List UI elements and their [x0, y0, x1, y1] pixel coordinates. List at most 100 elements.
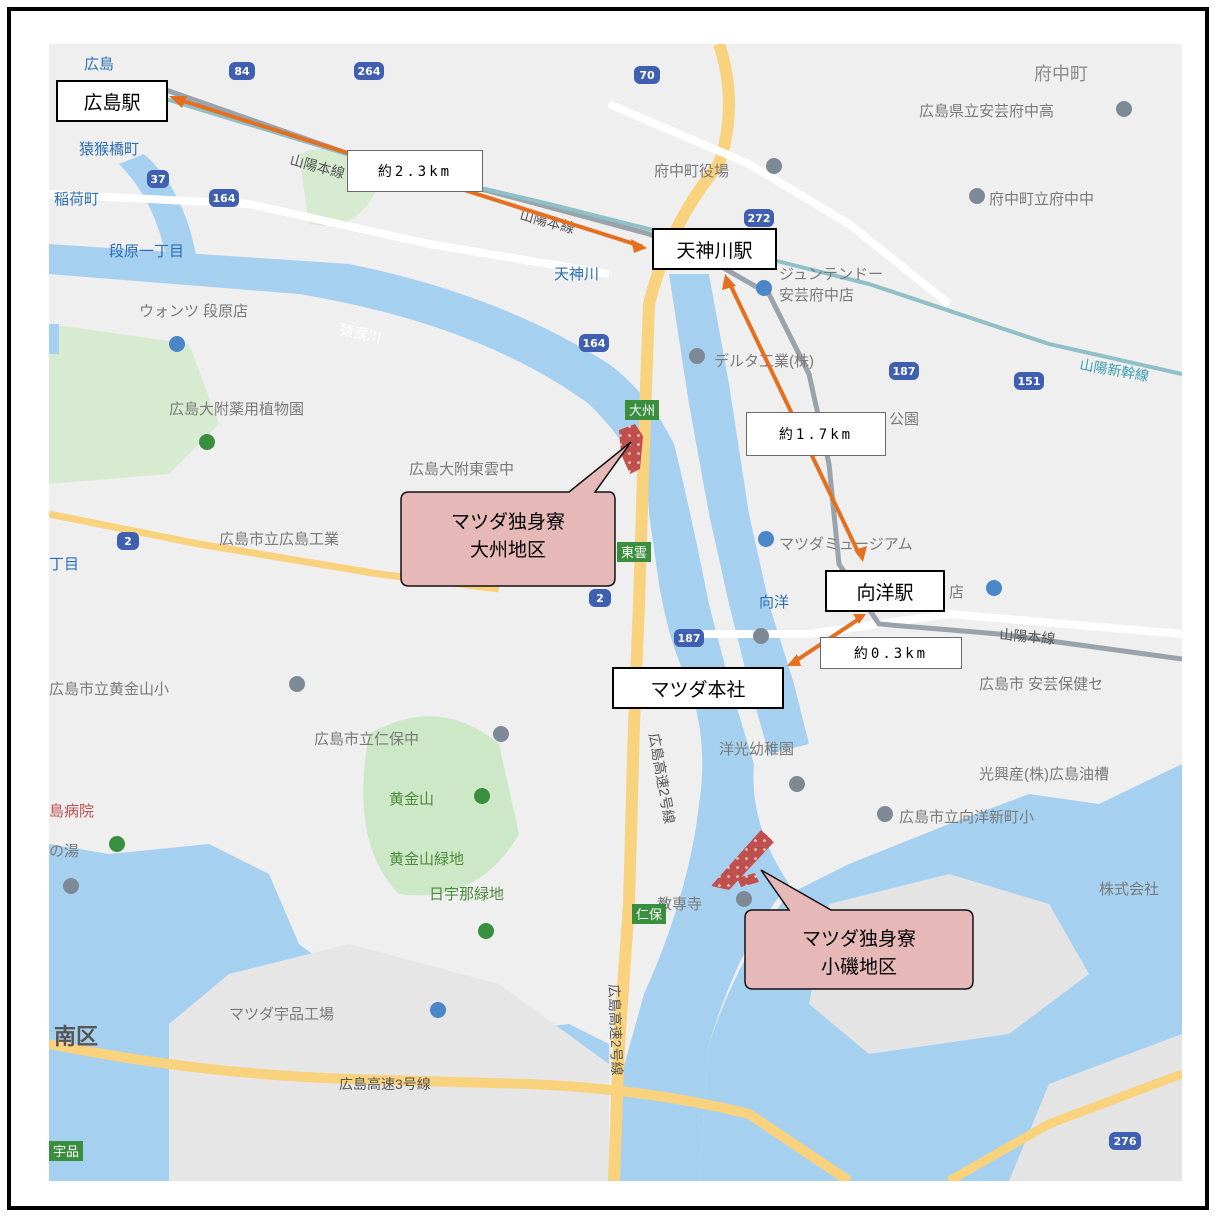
- arrow-head: [787, 654, 801, 666]
- callout-koiso-line1: マツダ独身寮: [801, 928, 916, 950]
- poi-label: 安芸府中店: [779, 287, 854, 304]
- port-land: [169, 944, 609, 1181]
- koganeyama-park: [363, 716, 519, 896]
- ramp-sign: [632, 904, 666, 924]
- route-shield: [674, 629, 704, 647]
- route-shield-text: 264: [358, 65, 381, 78]
- route-shield: [744, 209, 774, 227]
- place-pin-icon: [63, 878, 79, 894]
- poi-label: の湯: [49, 843, 79, 860]
- map-canvas[interactable]: 府中町 南区 広島県立安芸府中高 府中町立府中中 府中町役場 ジュンテンドー 安…: [49, 44, 1182, 1181]
- place-pin-icon: [753, 628, 769, 644]
- place-pin-icon: [1116, 101, 1132, 117]
- district-label: 府中町: [1034, 64, 1088, 84]
- poi-label: 猿猴橋町: [79, 141, 139, 158]
- route-shield-text: 2: [124, 535, 132, 548]
- dorm-marker-koiso: [711, 830, 774, 890]
- route-shield: [579, 334, 609, 352]
- distance-label-mukainada-mazda: 約0.3km: [820, 637, 962, 669]
- rail-label: 山陽本線: [999, 626, 1056, 647]
- route-shield-text: 187: [893, 365, 916, 378]
- place-pin-icon: [766, 158, 782, 174]
- dorm-marker-koiso: [737, 873, 759, 887]
- arrow-head: [853, 614, 866, 624]
- expressway-label: 広島高速2号線: [606, 984, 625, 1076]
- poi-label: 黄金山: [389, 791, 434, 808]
- place-pin-icon: [474, 788, 490, 804]
- water: [49, 324, 59, 354]
- poi-label: 府中町役場: [654, 163, 729, 180]
- route-shield: [634, 66, 660, 84]
- arrow-head: [854, 546, 867, 562]
- poi-label: 広島市立仁保中: [314, 731, 419, 748]
- poi-label: 天神川: [554, 266, 599, 283]
- place-pin-icon: [736, 891, 752, 907]
- poi-label: 店: [949, 584, 964, 601]
- route-shield-text: 2: [596, 592, 604, 605]
- mazda-hq-label: マツダ本社: [612, 667, 784, 709]
- poi-label-oil: 光興産(株)広島油槽: [979, 766, 1109, 783]
- poi-label: 広島市 安芸保健セ: [979, 676, 1103, 693]
- callout-ozu-text: マツダ独身寮 大州地区: [401, 508, 615, 564]
- poi-label: マツダミュージアム: [779, 536, 913, 553]
- route-shield-text: 37: [150, 173, 165, 186]
- route-shield-text: 84: [234, 65, 250, 78]
- ramp-sign-text: 仁保: [636, 907, 662, 922]
- route-shield: [1109, 1132, 1141, 1150]
- expressway: [49, 1039, 852, 1181]
- route-shield: [1014, 372, 1044, 390]
- poi-label: 広島県立安芸府中高: [919, 103, 1054, 120]
- poi-label: 広島市立黄金山小: [49, 681, 169, 698]
- poi-label: 広島市立広島工業: [219, 531, 339, 548]
- place-pin-icon: [689, 348, 705, 364]
- place-pin-icon: [789, 776, 805, 792]
- route-shield: [229, 62, 255, 80]
- place-pin-icon: [478, 923, 494, 939]
- callout-ozu-line2: 大州地区: [469, 539, 546, 561]
- place-pin-icon: [969, 188, 985, 204]
- poi-label: 向洋: [759, 594, 789, 611]
- road: [946, 1069, 1182, 1181]
- poi-label: 広島大附東雲中: [409, 461, 514, 478]
- ramp-sign: [617, 542, 651, 562]
- route-shield: [117, 532, 139, 550]
- river: [119, 154, 199, 274]
- poi-label: 株式会社: [1099, 881, 1159, 898]
- poi-label: 日宇那緑地: [429, 886, 504, 903]
- poi-label: ジュンテンドー: [779, 266, 883, 283]
- distance-label-hiroshima-tenjingawa: 約2.3km: [347, 150, 483, 192]
- poi-label: 広島: [84, 56, 114, 73]
- route-shield-text: 70: [639, 69, 655, 82]
- route-shield: [354, 62, 384, 80]
- poi-label: 公園: [889, 411, 919, 428]
- place-pin-icon: [986, 580, 1002, 596]
- route-shield-text: 151: [1018, 375, 1041, 388]
- expressway-label: 広島高速3号線: [339, 1076, 431, 1092]
- place-pin-icon: [430, 1002, 446, 1018]
- ramp-sign: [49, 1141, 83, 1161]
- route-shield-text: 272: [748, 212, 771, 225]
- callout-koiso-line2: 小磯地区: [820, 956, 897, 978]
- route-shield-text: 164: [213, 192, 236, 205]
- place-pin-icon: [169, 336, 185, 352]
- poi-label: 広島大附薬用植物園: [169, 401, 304, 418]
- route-shield: [147, 170, 169, 188]
- callout-ozu-line1: マツダ独身寮: [450, 511, 565, 533]
- poi-label: 広島市立向洋新町小: [899, 809, 1034, 826]
- station-label-hiroshima: 広島駅: [56, 80, 168, 122]
- route-shield-text: 276: [1114, 1135, 1137, 1148]
- ramp-sign-text: 宇品: [53, 1144, 79, 1159]
- district-label: 南区: [54, 1024, 98, 1049]
- arrow-head: [722, 274, 736, 290]
- road: [49, 190, 610, 278]
- route-shield-text: 187: [678, 632, 701, 645]
- arrow-head: [631, 239, 647, 253]
- poi-label: マツダ宇品工場: [229, 1006, 334, 1023]
- route-shield-text: 164: [583, 337, 606, 350]
- place-pin-icon: [493, 726, 509, 742]
- arrow-head: [169, 96, 187, 108]
- ramp-sign-text: 東雲: [621, 545, 647, 560]
- poi-label: 丁目: [49, 556, 79, 573]
- callout-bubble-ozu: [400, 441, 632, 587]
- dorm-marker-ozu: [619, 424, 643, 474]
